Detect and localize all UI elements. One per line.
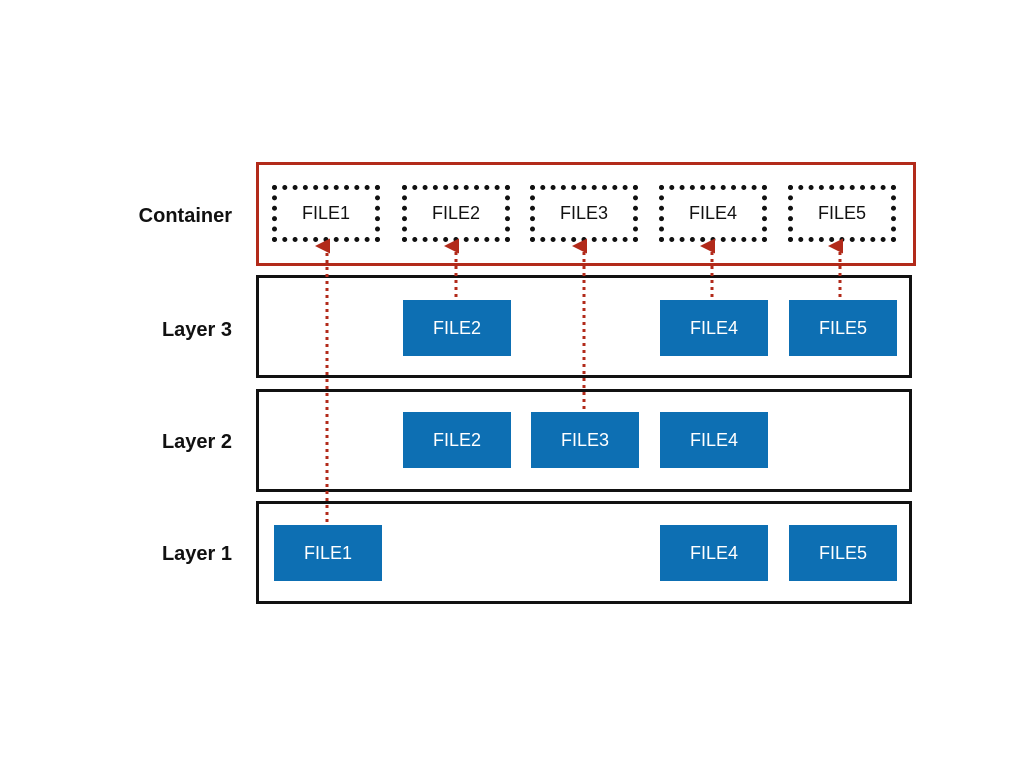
container-label: Container [138, 205, 232, 227]
layer1-file1: FILE1 [274, 525, 382, 581]
layer2-file3: FILE3 [531, 412, 639, 468]
layer3-file5: FILE5 [789, 300, 897, 356]
layer3-file2: FILE2 [403, 300, 511, 356]
container-box [256, 162, 916, 266]
layer3-box [256, 275, 912, 378]
layer1-file4: FILE4 [660, 525, 768, 581]
layer3-label: Layer 3 [161, 319, 232, 341]
layer2-box [256, 389, 912, 492]
layer1-label: Layer 1 [161, 543, 232, 565]
layer3-file4: FILE4 [660, 300, 768, 356]
layer2-file2: FILE2 [403, 412, 511, 468]
layer1-file5: FILE5 [789, 525, 897, 581]
layer2-label: Layer 2 [161, 431, 232, 453]
layer1-box [256, 501, 912, 604]
layer2-file4: FILE4 [660, 412, 768, 468]
